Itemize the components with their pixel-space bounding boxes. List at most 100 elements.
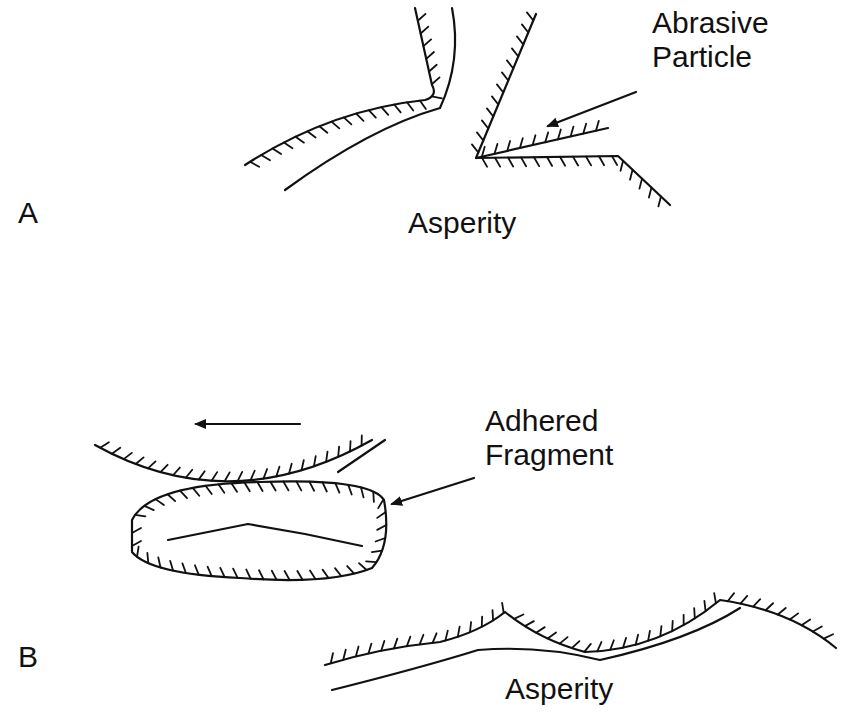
hatch-tick [527, 12, 533, 20]
hatch-tick [372, 551, 382, 553]
hatch-tick [369, 110, 376, 117]
hatch-tick [502, 72, 508, 80]
hatch-tick [124, 453, 132, 459]
hatch-tick [368, 644, 371, 654]
hatch-tick [571, 127, 574, 137]
hatch-tick [186, 470, 192, 478]
hatch-tick [492, 96, 498, 104]
adhered-fragment [132, 481, 386, 580]
asperity-line [285, 8, 455, 190]
hatch-tick [599, 156, 604, 165]
hatch-tick [802, 620, 811, 626]
particle-edge [476, 156, 670, 205]
hatch-tick [250, 162, 259, 167]
hatch-tick [246, 569, 250, 578]
hatched-surfaces [95, 8, 836, 690]
particle-edge [476, 128, 608, 158]
hatch-tick [302, 460, 304, 470]
hatch-tick [824, 634, 833, 638]
upper-surface [95, 440, 372, 481]
hatch-tick [407, 102, 413, 110]
hatch-tick [332, 122, 340, 129]
hatch-tick [297, 571, 302, 580]
hatch-tick [359, 563, 367, 570]
hatch-tick [378, 499, 383, 508]
hatch-tick [381, 641, 384, 651]
hatch-tick [548, 632, 556, 638]
hatch-tick [132, 528, 141, 533]
hatch-tick [547, 157, 552, 166]
hatch-tick [310, 571, 316, 580]
hatch-tick [508, 158, 513, 167]
hatch-tick [512, 48, 518, 56]
hatch-tick [418, 14, 426, 21]
hatch-tick [639, 179, 642, 189]
hatch-tick [458, 627, 460, 637]
hatch-tick [180, 491, 187, 499]
hatch-tick [314, 456, 316, 466]
hatch-tick [394, 104, 401, 112]
hatch-tick [610, 640, 614, 650]
hatch-tick [137, 547, 139, 557]
hatch-tick [182, 563, 186, 573]
hatch-tick [251, 471, 255, 480]
hatch-tick [420, 101, 426, 109]
hatch-tick [704, 601, 705, 611]
hatch-tick [276, 467, 279, 477]
fragment-crack [168, 524, 362, 546]
hatch-tick [376, 538, 386, 541]
hatch-tick [307, 131, 315, 137]
hatch-tick [470, 622, 471, 632]
hatch-tick [536, 627, 545, 633]
hatch-tick [231, 483, 237, 492]
hatch-tick [285, 571, 290, 580]
hatch-tick [394, 639, 397, 649]
hatch-tick [160, 465, 167, 472]
hatch-tick [272, 149, 281, 154]
hatch-tick [407, 637, 411, 647]
hatch-tick [586, 156, 591, 165]
callout-label: Abrasive Particle [652, 6, 832, 74]
hatch-tick [482, 158, 487, 167]
hatch-tick [728, 593, 734, 601]
hatching [100, 12, 833, 663]
hatch-tick [584, 644, 591, 652]
hatch-tick [132, 541, 141, 546]
hatch-tick [514, 614, 523, 618]
hatch-tick [377, 525, 386, 530]
hatch-tick [790, 613, 798, 619]
hatch-tick [533, 135, 536, 145]
hatch-tick [766, 603, 774, 610]
hatch-tick [272, 571, 277, 580]
hatch-tick [560, 157, 565, 166]
asperity-surface [245, 8, 434, 165]
hatch-tick [225, 472, 230, 481]
hatch-tick [660, 626, 661, 636]
hatch-tick [335, 568, 341, 576]
leader-arrow [392, 478, 474, 504]
hatch-tick [507, 60, 513, 68]
hatch-tick [753, 599, 760, 606]
hatch-tick [212, 472, 218, 481]
hatch-tick [381, 107, 388, 115]
hatch-tick [572, 641, 580, 648]
hatch-tick [525, 621, 534, 626]
hatch-tick [534, 157, 539, 166]
hatch-tick [492, 610, 494, 620]
hatch-tick [296, 137, 304, 143]
hatch-tick [144, 506, 153, 510]
hatch-tick [319, 126, 327, 133]
hatch-tick [683, 615, 685, 625]
hatch-tick [420, 635, 424, 645]
hatch-tick [612, 156, 617, 165]
hatch-tick [621, 161, 624, 171]
hatch-tick [522, 24, 528, 32]
hatch-tick [423, 39, 431, 46]
hatch-tick [356, 646, 359, 656]
hatch-tick [100, 442, 109, 448]
hatch-tick [432, 77, 440, 84]
hatch-tick [421, 27, 429, 34]
hatch-tick [433, 633, 437, 642]
part-label: Asperity [505, 672, 665, 706]
hatch-tick [649, 188, 652, 198]
